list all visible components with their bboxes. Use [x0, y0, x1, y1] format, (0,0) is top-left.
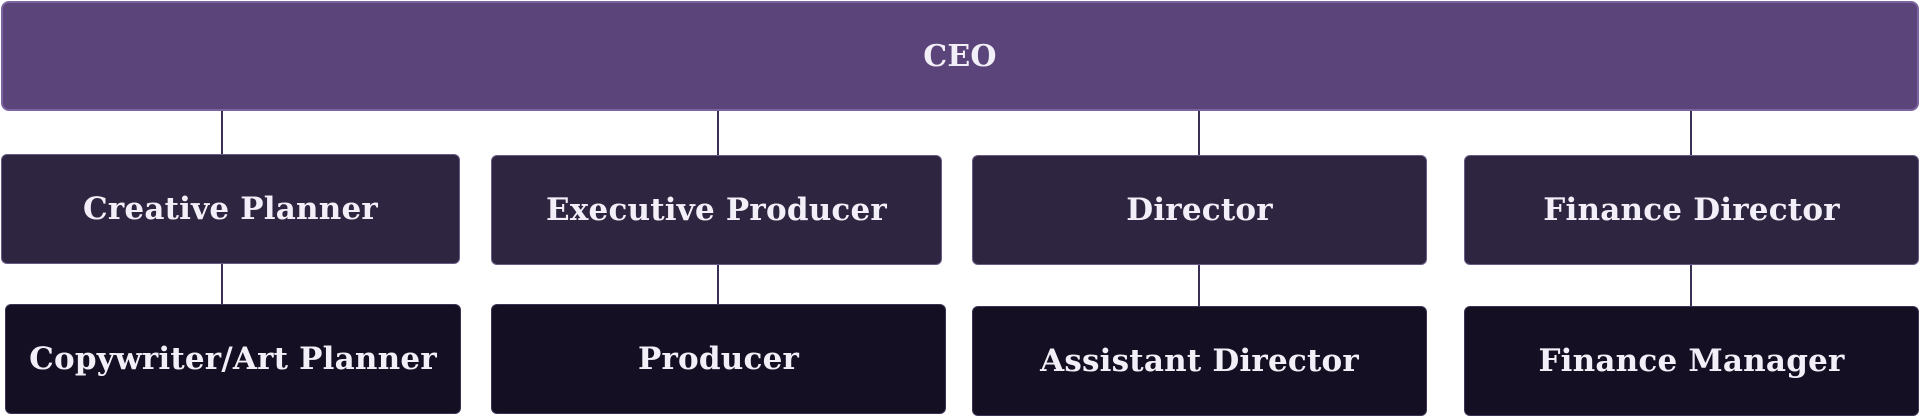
- connector-finance-director-finance-manager: [1690, 265, 1692, 306]
- connector-creative-planner-copywriter: [221, 264, 223, 304]
- ceo-node: CEO: [1, 1, 1919, 111]
- assistant-director-node: Assistant Director: [972, 306, 1427, 416]
- finance-director-node: Finance Director: [1464, 155, 1919, 265]
- creative-planner-node: Creative Planner: [1, 154, 460, 264]
- connector-ceo-executive-producer: [717, 111, 719, 155]
- director-node: Director: [972, 155, 1427, 265]
- connector-executive-producer-producer: [717, 265, 719, 304]
- connector-ceo-director: [1198, 111, 1200, 155]
- finance-manager-node: Finance Manager: [1464, 306, 1919, 416]
- executive-producer-node: Executive Producer: [491, 155, 942, 265]
- producer-node: Producer: [491, 304, 946, 414]
- connector-director-assistant-director: [1198, 265, 1200, 306]
- connector-ceo-finance-director: [1690, 111, 1692, 155]
- copywriter-art-planner-node: Copywriter/Art Planner: [5, 304, 461, 414]
- connector-ceo-creative-planner: [221, 111, 223, 154]
